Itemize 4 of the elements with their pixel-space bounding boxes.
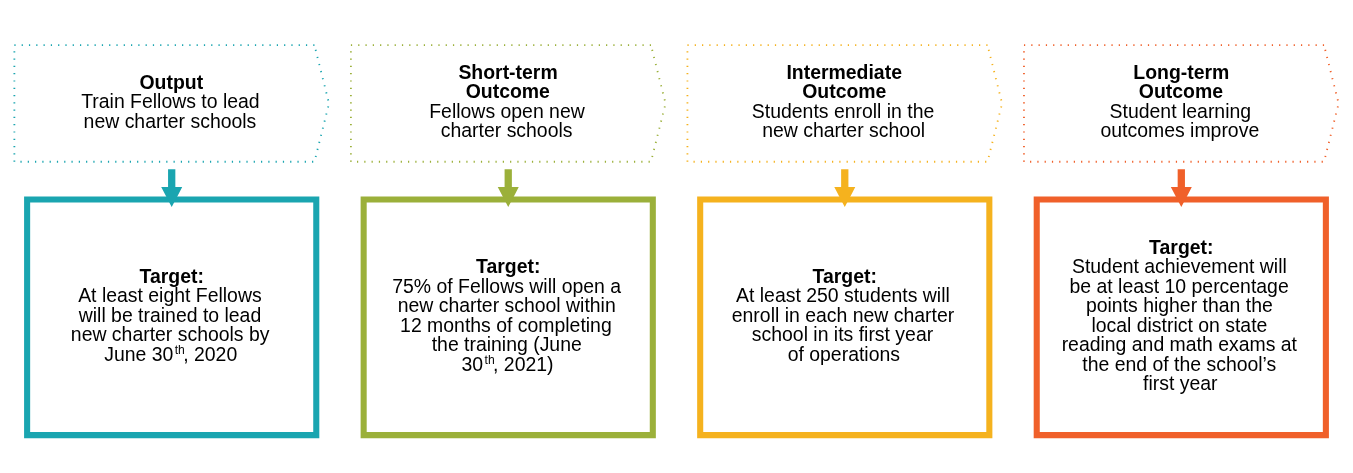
node-box: Target: 75% of Fellows will open a new charter school within 12 months of completing the training (June 30$^{th}$, 2021) bbox=[360, 196, 656, 439]
node-box: Target: Student achievement will be at least 10 percentage points higher than the local district on state reading and math exams at the end of the school’s first year bbox=[1033, 196, 1329, 439]
node-box: Target: At least 250 students will enroll in each new charter school in its first year of operations bbox=[697, 196, 993, 439]
node-box: Target: At least eight Fellows will be trained to lead new charter schools by June 30$^{th}$, 2020 bbox=[24, 196, 320, 439]
